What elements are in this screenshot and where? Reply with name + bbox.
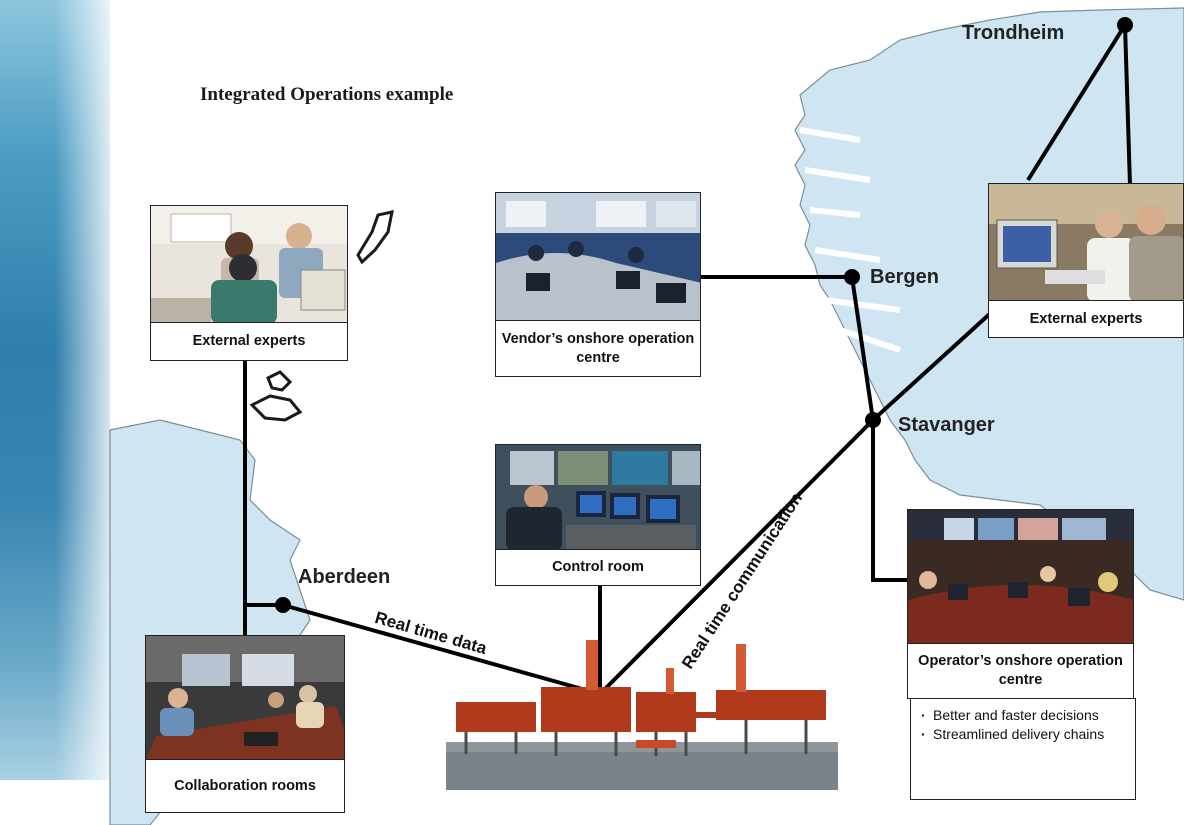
card-operator-centre: Operator’s onshore operation centre: [907, 509, 1134, 699]
network-lines: [243, 23, 1132, 696]
photo-collaboration-room: [146, 636, 344, 760]
photo-vendor-centre: [496, 193, 700, 321]
benefits-list: Better and faster decisions Streamlined …: [919, 707, 1127, 742]
fjords: [799, 127, 901, 353]
caption-operator-centre: Operator’s onshore operation centre: [908, 643, 1133, 698]
city-stavanger: Stavanger: [898, 414, 995, 436]
photo-operator-centre: [908, 510, 1133, 643]
line-stavanger-platform: [598, 418, 875, 696]
photo-control-room: [496, 445, 700, 551]
benefit-item: Streamlined delivery chains: [919, 726, 1127, 742]
card-control-room: Control room: [495, 444, 701, 586]
node-bergen: [844, 269, 860, 285]
city-aberdeen: Aberdeen: [298, 566, 391, 588]
line-trondheim-bergen: [1026, 23, 1127, 182]
caption-control-room: Control room: [496, 549, 700, 585]
node-aberdeen: [275, 597, 291, 613]
diagram-title: Integrated Operations example: [200, 84, 454, 105]
caption-vendor-centre: Vendor’s onshore operation centre: [496, 320, 700, 376]
line-aberdeen-platform: [282, 603, 601, 696]
card-external-experts-no: External experts: [988, 183, 1184, 338]
benefit-item: Better and faster decisions: [919, 707, 1127, 723]
city-bergen: Bergen: [870, 266, 939, 288]
benefits-box: Better and faster decisions Streamlined …: [910, 698, 1136, 800]
photo-external-experts-no: [989, 184, 1183, 302]
line-stavanger-operator: [871, 420, 910, 582]
photo-office-experts: [151, 206, 347, 324]
caption-collaboration-rooms: Collaboration rooms: [146, 759, 344, 812]
node-stavanger: [865, 412, 881, 428]
shetland-islands: [249, 210, 394, 422]
card-collaboration-rooms: Collaboration rooms: [145, 635, 345, 813]
card-external-experts-uk: External experts: [150, 205, 348, 361]
nodes: [275, 17, 1133, 613]
line-trondheim-vertical: [1123, 24, 1132, 186]
offshore-platform-image: [446, 632, 838, 790]
caption-external-experts-no: External experts: [989, 300, 1183, 337]
line-bergen-stavanger: [850, 276, 875, 421]
city-trondheim: Trondheim: [962, 22, 1065, 44]
line-stavanger-external: [871, 298, 1007, 422]
node-trondheim: [1117, 17, 1133, 33]
caption-external-experts-uk: External experts: [151, 322, 347, 360]
card-vendor-centre: Vendor’s onshore operation centre: [495, 192, 701, 377]
